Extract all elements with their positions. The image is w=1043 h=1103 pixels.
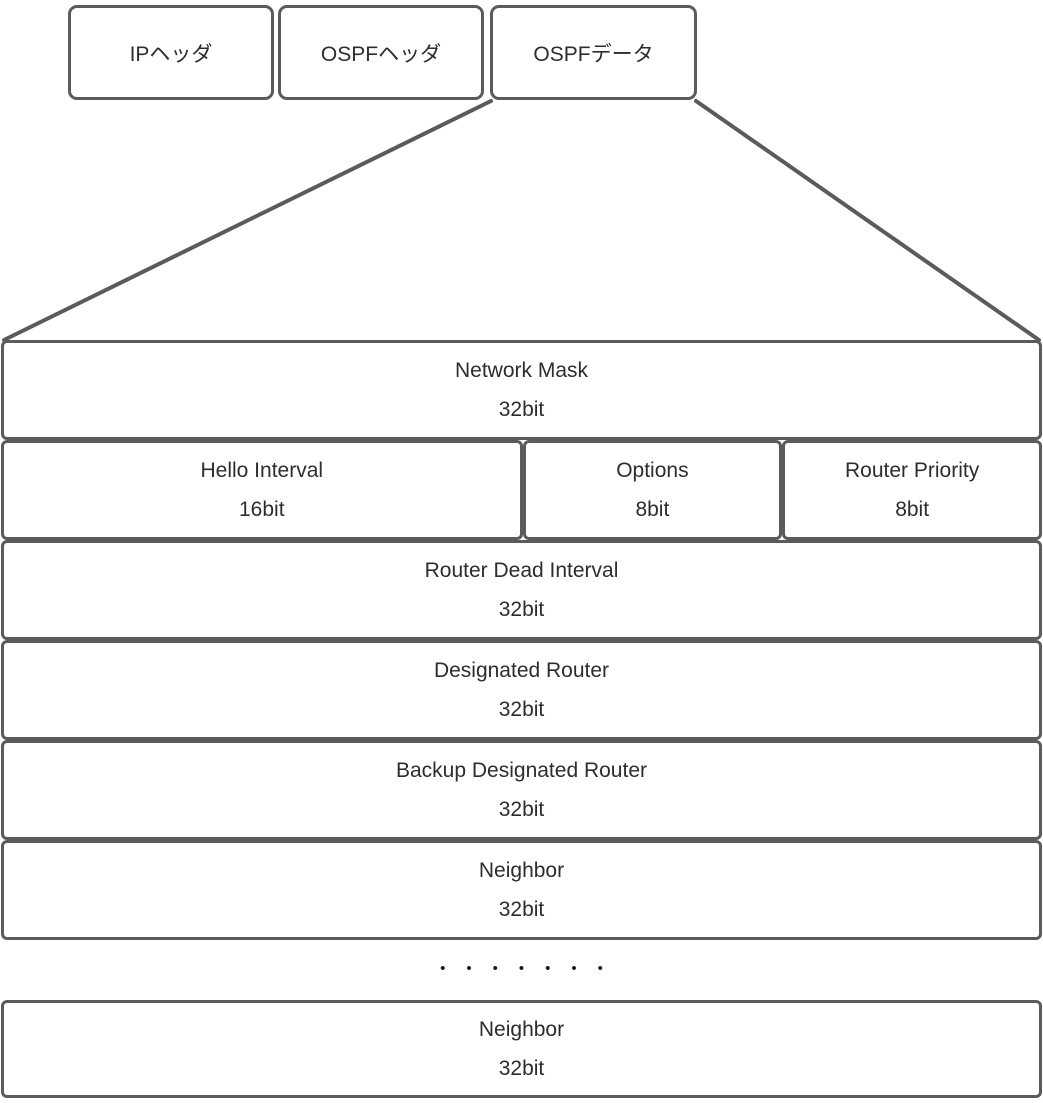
field-name: Router Dead Interval [424, 559, 619, 582]
field-hello-interval: Hello Interval 16bit [1, 440, 523, 540]
packet-row: Router Dead Interval 32bit [1, 540, 1042, 640]
field-neighbor-1: Neighbor 32bit [1, 840, 1042, 940]
header-box-ip-label: IPヘッダ [129, 42, 213, 66]
field-backup-designated-router: Backup Designated Router 32bit [1, 740, 1042, 840]
header-box-ip: IPヘッダ [68, 5, 274, 100]
ellipsis-dots: ••••••• [440, 960, 624, 977]
field-size: 8bit [895, 498, 930, 521]
field-size: 8bit [635, 498, 670, 521]
field-size: 16bit [238, 498, 285, 521]
field-size: 32bit [498, 698, 545, 721]
header-box-ospf-header-label: OSPFヘッダ [320, 42, 442, 66]
packet-row: Backup Designated Router 32bit [1, 740, 1042, 840]
field-name: Options [616, 459, 689, 482]
packet-row: Designated Router 32bit [1, 640, 1042, 740]
field-name: Router Priority [845, 459, 980, 482]
field-size: 32bit [498, 598, 545, 621]
packet-row: Hello Interval 16bit Options 8bit Router… [1, 440, 1042, 540]
field-neighbor-2: Neighbor 32bit [1, 1000, 1042, 1098]
header-box-ospf-data: OSPFデータ [490, 5, 697, 100]
field-router-dead-interval: Router Dead Interval 32bit [1, 540, 1042, 640]
field-name: Network Mask [454, 359, 589, 382]
field-name: Hello Interval [200, 459, 324, 482]
field-designated-router: Designated Router 32bit [1, 640, 1042, 740]
packet-row: Network Mask 32bit [1, 340, 1042, 440]
field-name: Neighbor [478, 859, 565, 882]
expansion-line-left [2, 99, 493, 342]
field-size: 32bit [498, 898, 545, 921]
packet-row: Neighbor 32bit [1, 1000, 1042, 1098]
field-size: 32bit [498, 1057, 545, 1080]
expansion-line-right [694, 99, 1041, 342]
field-name: Designated Router [433, 659, 610, 682]
field-size: 32bit [498, 398, 545, 421]
header-box-ospf-header: OSPFヘッダ [278, 5, 484, 100]
packet-row: Neighbor 32bit [1, 840, 1042, 940]
field-name: Backup Designated Router [396, 759, 647, 782]
field-name: Neighbor [478, 1018, 565, 1041]
field-router-priority: Router Priority 8bit [782, 440, 1042, 540]
header-box-ospf-data-label: OSPFデータ [533, 42, 654, 66]
field-network-mask: Network Mask 32bit [1, 340, 1042, 440]
field-size: 32bit [498, 798, 545, 821]
field-options: Options 8bit [522, 440, 783, 540]
